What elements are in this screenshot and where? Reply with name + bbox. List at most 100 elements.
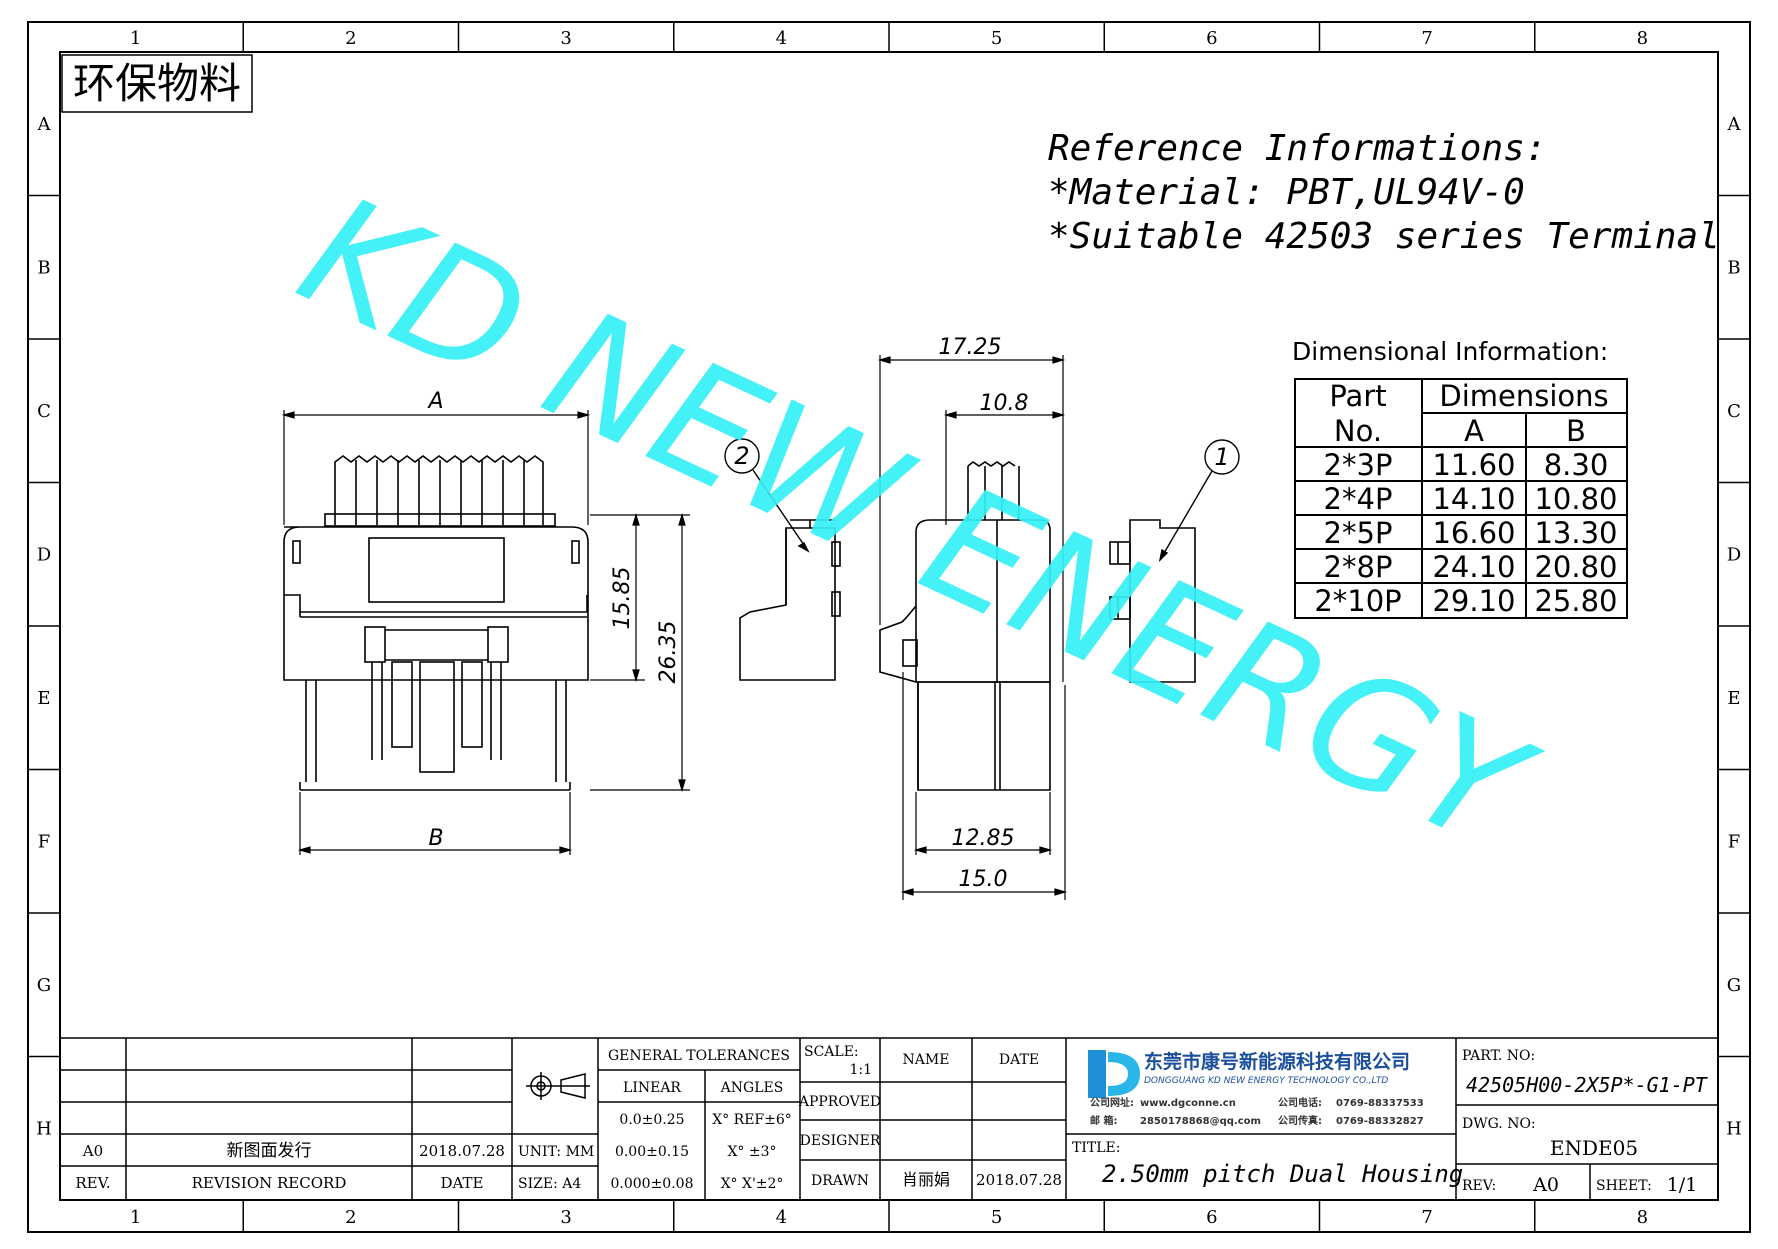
zone-row-label: D — [37, 544, 51, 565]
reference-info: Reference Informations: *Material: PBT,U… — [1048, 128, 1720, 257]
zone-row-label: E — [37, 688, 50, 709]
dim-b-label: B — [428, 826, 443, 851]
dim-height-2635: 26.35 — [656, 621, 681, 684]
zone-row-label: A — [1727, 114, 1742, 135]
dwg-no: ENDE05 — [1550, 1136, 1638, 1160]
dim-1285: 12.85 — [952, 826, 1015, 851]
drawn-label: DRAWN — [811, 1173, 869, 1189]
zone-column-label: 8 — [1637, 28, 1648, 49]
unit-label: UNIT: MM — [518, 1144, 594, 1160]
general-tolerances: GENERAL TOLERANCES — [608, 1048, 790, 1064]
front-dimensions — [281, 410, 690, 855]
company-logo-icon — [1088, 1050, 1140, 1098]
zone-column-label: 5 — [991, 1207, 1002, 1228]
eco-stamp: 环保物料 — [73, 59, 241, 108]
projection-symbol-icon — [526, 1072, 590, 1100]
rev-label: REV: — [1462, 1178, 1496, 1194]
zone-column-label: 2 — [345, 28, 356, 49]
name-header: NAME — [903, 1052, 950, 1068]
stamp-box — [61, 54, 253, 113]
zone-row-label: B — [37, 257, 50, 278]
zone-column-label: 7 — [1421, 28, 1432, 49]
row-b: 8.30 — [1544, 448, 1609, 482]
tol-angle: X° REF±6° — [712, 1112, 792, 1128]
contact-fax: 0769-88332827 — [1336, 1116, 1424, 1127]
zone-column-label: 2 — [345, 1207, 356, 1228]
part-no: 42505H00-2X5P*-G1-PT — [1466, 1073, 1709, 1097]
contact-mail: 2850178868@qq.com — [1140, 1116, 1261, 1127]
zone-column-label: 4 — [776, 1207, 787, 1228]
dim-a-label: A — [426, 389, 443, 414]
zone-row-label: D — [1727, 544, 1741, 565]
zone-column-label: 3 — [560, 1207, 571, 1228]
zone-column-label: 8 — [1637, 1207, 1648, 1228]
tol-linear: 0.0±0.25 — [619, 1112, 684, 1128]
zone-row-label: E — [1727, 688, 1740, 709]
rev-code: A0 — [82, 1142, 103, 1160]
scale-value: 1:1 — [849, 1062, 872, 1078]
designer-label: DESIGNER — [800, 1133, 881, 1149]
side-dimensions — [877, 355, 1068, 900]
revision-record-header: REVISION RECORD — [192, 1174, 347, 1192]
zone-dividers — [28, 22, 1750, 1232]
approved-label: APPROVED — [798, 1094, 881, 1110]
zone-row-label: H — [1726, 1118, 1742, 1139]
drawn-date: 2018.07.28 — [976, 1171, 1062, 1189]
row-part: 2*4P — [1324, 482, 1393, 516]
tol-linear: 0.000±0.08 — [611, 1176, 694, 1192]
angles-header: ANGLES — [720, 1080, 784, 1096]
zone-column-label: 6 — [1206, 1207, 1217, 1228]
zone-row-label: B — [1727, 257, 1740, 278]
dim-150: 15.0 — [959, 867, 1008, 892]
company-name-cn: 东莞市康号新能源科技有限公司 — [1144, 1050, 1410, 1073]
row-part: 2*3P — [1324, 448, 1393, 482]
zone-column-label: 4 — [776, 28, 787, 49]
contact-fax-label: 公司传真: — [1278, 1114, 1322, 1127]
row-b: 20.80 — [1534, 550, 1617, 584]
contact-phone-label: 公司电话: — [1278, 1096, 1322, 1109]
title-label: TITLE: — [1072, 1140, 1120, 1156]
tol-angle: X° ±3° — [727, 1144, 776, 1160]
side-part-2 — [739, 519, 841, 681]
part-header-1: Part — [1329, 379, 1386, 413]
date-header: DATE — [441, 1174, 484, 1192]
dim-height-1585: 15.85 — [610, 567, 635, 630]
tol-linear: 0.00±0.15 — [615, 1144, 689, 1160]
zone-column-label: 7 — [1421, 1207, 1432, 1228]
dimensions-header: Dimensions — [1439, 379, 1608, 413]
dim-108: 10.8 — [980, 391, 1029, 416]
zone-row-label: F — [1728, 831, 1741, 852]
date-header-sign: DATE — [999, 1052, 1039, 1068]
zone-column-label: 1 — [130, 28, 141, 49]
row-a: 16.60 — [1432, 516, 1515, 550]
row-b: 25.80 — [1534, 584, 1617, 618]
rev-header: REV. — [75, 1174, 110, 1192]
part-header-2: No. — [1334, 414, 1382, 448]
row-a: 29.10 — [1432, 584, 1515, 618]
contact-web-label: 公司网址: — [1090, 1096, 1134, 1109]
dim-table — [1294, 378, 1628, 619]
reference-material: *Material: PBT,UL94V-0 — [1048, 172, 1525, 213]
rev-value: A0 — [1532, 1174, 1559, 1196]
front-view — [283, 455, 589, 791]
row-a: 14.10 — [1432, 482, 1515, 516]
row-part: 2*10P — [1314, 584, 1401, 618]
zone-row-label: C — [37, 401, 51, 422]
company-name-en: DONGGUANG KD NEW ENERGY TECHNOLOGY CO.,L… — [1144, 1076, 1388, 1086]
zone-column-label: 1 — [130, 1207, 141, 1228]
dim-table-rows: 2*3P 11.60 8.30 2*4P 14.10 10.80 2*5P 16… — [1314, 448, 1617, 618]
row-part: 2*5P — [1324, 516, 1393, 550]
zone-row-label: A — [37, 114, 52, 135]
dwg-no-label: DWG. NO: — [1462, 1116, 1536, 1132]
zone-column-label: 5 — [991, 28, 1002, 49]
scale-label: SCALE: — [804, 1044, 859, 1060]
title-block — [59, 1037, 1719, 1201]
callout-2 — [724, 438, 810, 553]
row-b: 10.80 — [1534, 482, 1617, 516]
part-no-label: PART. NO: — [1462, 1048, 1535, 1064]
row-b: 13.30 — [1534, 516, 1617, 550]
linear-header: LINEAR — [623, 1080, 681, 1096]
sheet-value: 1/1 — [1667, 1174, 1698, 1196]
sheet-label: SHEET: — [1596, 1178, 1652, 1194]
